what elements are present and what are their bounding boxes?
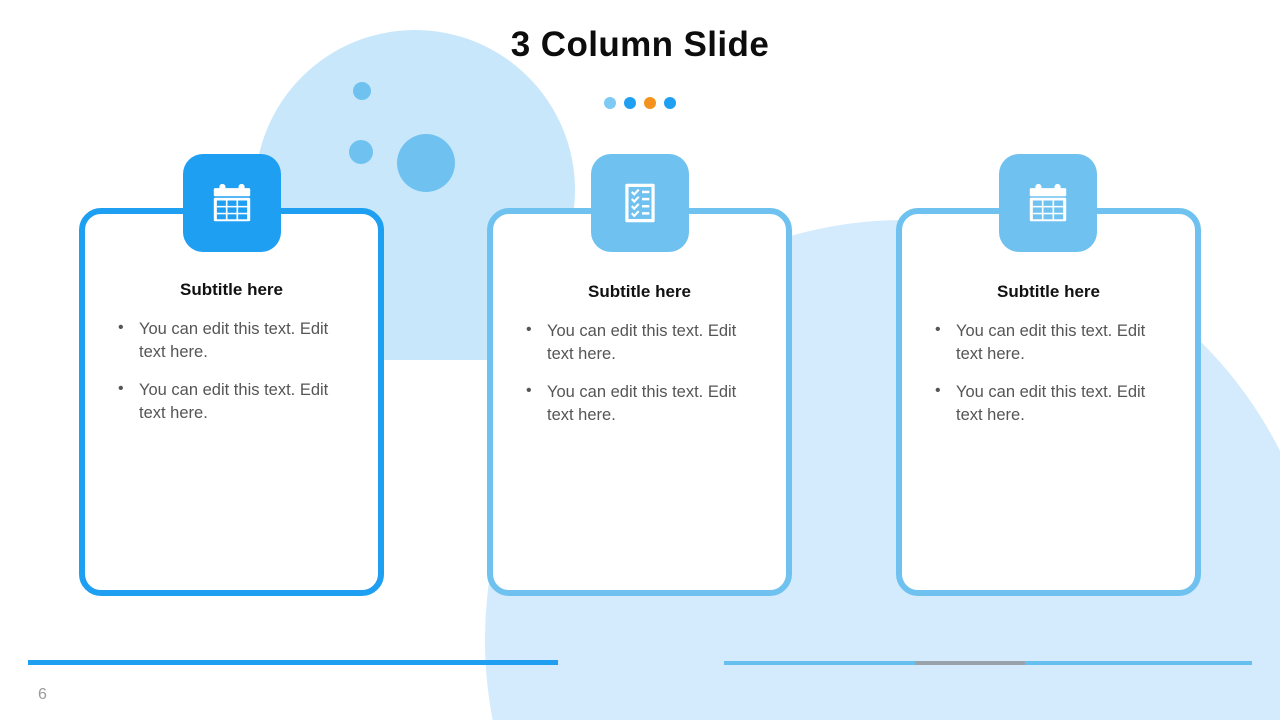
calendar-icon	[1029, 183, 1067, 222]
bullet-glyph-icon: •	[935, 321, 941, 338]
page-title: 3 Column Slide	[510, 25, 770, 64]
list-item-text: You can edit this text. Edit text here.	[547, 382, 737, 425]
list-item-text: You can edit this text. Edit text here.	[139, 320, 329, 362]
decor-circle-medium	[397, 134, 455, 192]
column-card-3[interactable]: Subtitle here • You can edit this text. …	[896, 208, 1201, 596]
checklist-icon	[625, 183, 655, 223]
list-item: • You can edit this text. Edit text here…	[521, 320, 766, 367]
bullet-glyph-icon: •	[118, 379, 124, 397]
list-item: • You can edit this text. Edit text here…	[930, 320, 1175, 367]
column-2-icon-tile[interactable]	[591, 154, 689, 252]
column-1-icon-tile[interactable]	[183, 154, 281, 252]
decor-circle-small-2	[349, 140, 373, 164]
list-item: • You can edit this text. Edit text here…	[113, 318, 358, 365]
decor-dot-2	[624, 97, 636, 109]
column-1-subtitle: Subtitle here	[180, 280, 283, 299]
column-2-subtitle: Subtitle here	[588, 282, 691, 301]
column-2-bullet-list: • You can edit this text. Edit text here…	[521, 320, 766, 428]
column-card-1[interactable]: Subtitle here • You can edit this text. …	[79, 208, 384, 596]
list-item-text: You can edit this text. Edit text here.	[547, 322, 737, 364]
decorative-dot-row	[0, 97, 1280, 109]
decor-dot-1	[604, 97, 616, 109]
footer-bar-left	[28, 660, 558, 665]
bullet-glyph-icon: •	[118, 319, 124, 336]
bullet-glyph-icon: •	[526, 381, 532, 399]
page-number: 6	[38, 686, 47, 703]
list-item: • You can edit this text. Edit text here…	[113, 379, 358, 426]
calendar-icon	[213, 183, 251, 222]
list-item: • You can edit this text. Edit text here…	[930, 381, 1175, 428]
bullet-glyph-icon: •	[935, 381, 941, 399]
column-3-icon-tile[interactable]	[999, 154, 1097, 252]
decor-dot-4	[664, 97, 676, 109]
decor-dot-3	[644, 97, 656, 109]
column-3-bullet-list: • You can edit this text. Edit text here…	[930, 320, 1175, 428]
column-1-bullet-list: • You can edit this text. Edit text here…	[113, 318, 358, 426]
footer-bar-right-accent	[915, 661, 1025, 665]
list-item-text: You can edit this text. Edit text here.	[956, 322, 1146, 364]
column-card-2[interactable]: Subtitle here • You can edit this text. …	[487, 208, 792, 596]
bullet-glyph-icon: •	[526, 321, 532, 338]
list-item-text: You can edit this text. Edit text here.	[139, 380, 329, 423]
list-item-text: You can edit this text. Edit text here.	[956, 382, 1146, 425]
column-3-subtitle: Subtitle here	[997, 282, 1100, 301]
list-item: • You can edit this text. Edit text here…	[521, 381, 766, 428]
